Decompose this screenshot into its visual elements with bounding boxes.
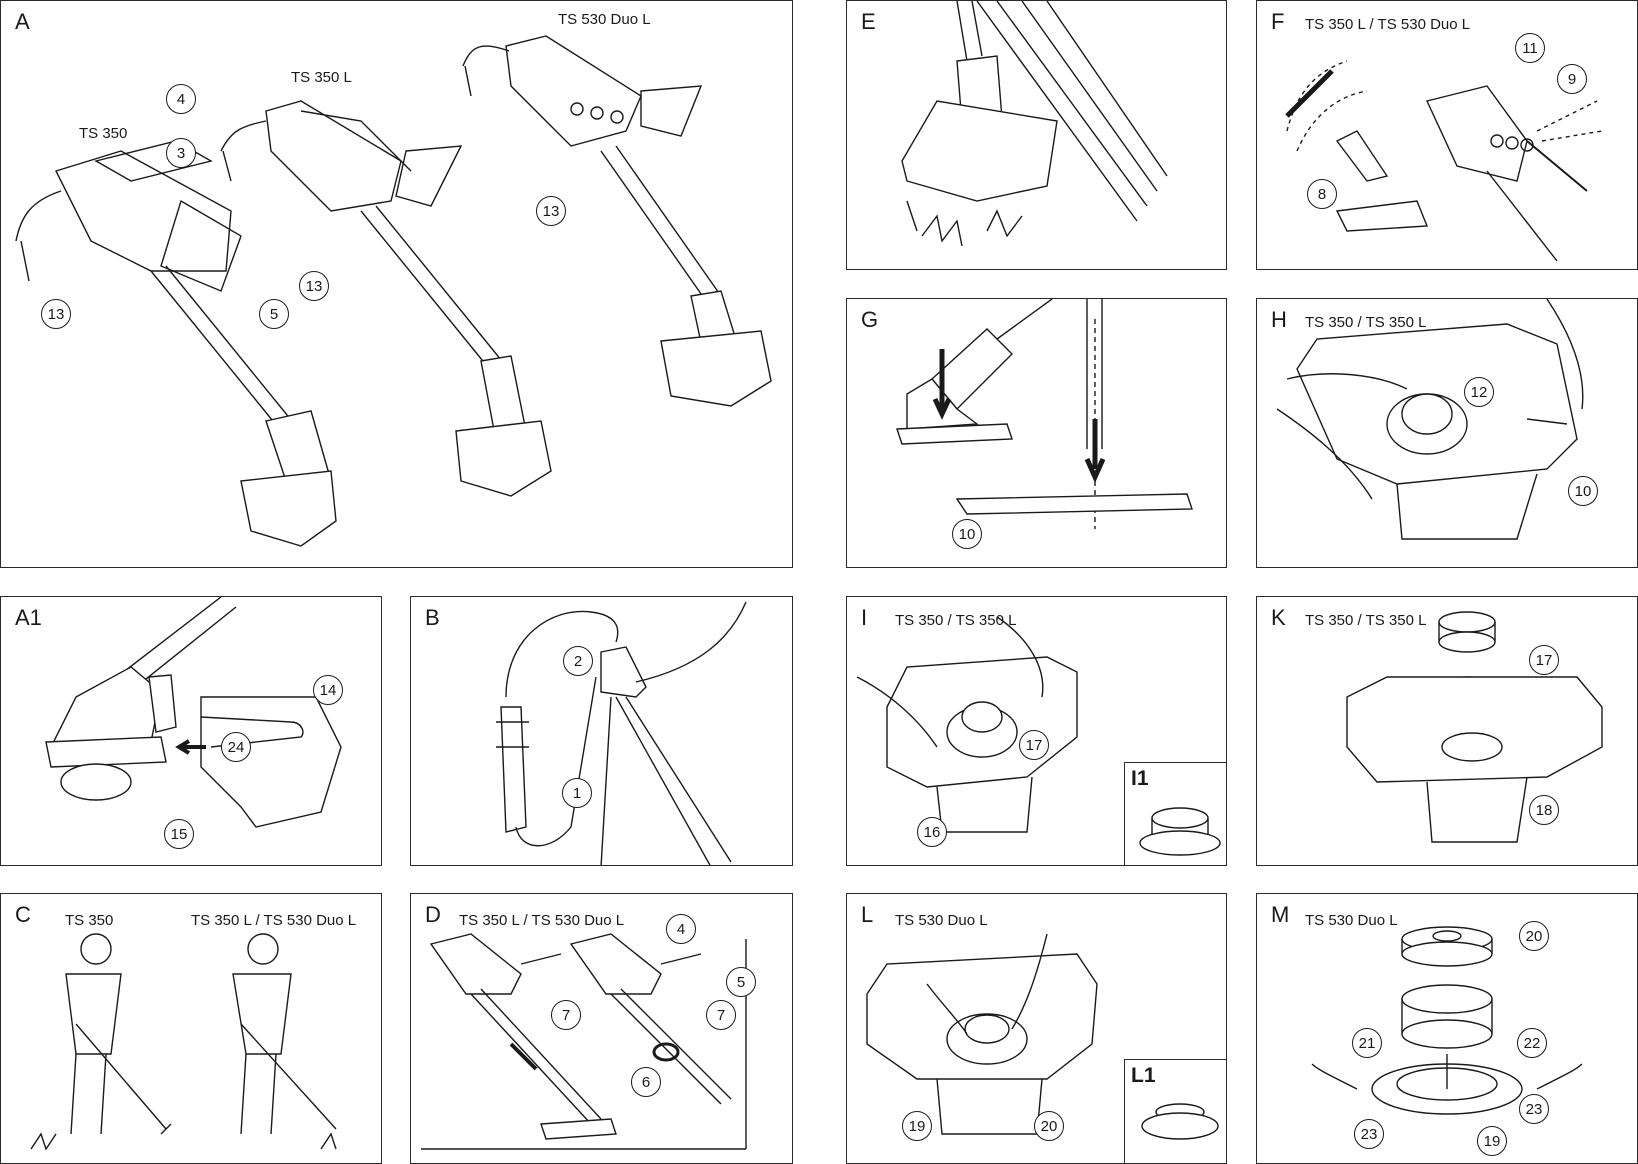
callout-20: 20 [1034, 1111, 1064, 1141]
spool-exploded-illustration [1257, 597, 1638, 866]
duo-spool-exploded-illustration [1257, 894, 1638, 1164]
panel-m: M TS 530 Duo L 20 21 22 23 23 19 [1256, 893, 1638, 1164]
callout-19: 19 [902, 1111, 932, 1141]
panel-letter: F [1271, 9, 1285, 34]
panel-g: G 10 [846, 298, 1227, 568]
panel-l: L TS 530 Duo L L1 19 20 [846, 893, 1227, 1164]
inset-i1: I1 [1124, 762, 1227, 866]
callout-23: 23 [1354, 1119, 1384, 1149]
callout-12: 12 [1464, 377, 1494, 407]
callout-13: 13 [299, 271, 329, 301]
panel-i: I TS 350 / TS 350 L I1 17 16 [846, 596, 1227, 866]
callout-9: 9 [1557, 64, 1587, 94]
model-label-ts350l: TS 350 L [291, 69, 352, 86]
callout-15: 15 [164, 819, 194, 849]
model-label: TS 530 Duo L [1305, 912, 1398, 929]
panel-letter: G [861, 307, 879, 332]
panel-letter: B [425, 605, 440, 630]
model-label: TS 350 / TS 350 L [1305, 612, 1427, 629]
panel-a: A TS 350 TS 350 L TS 530 Duo L 4 3 13 5 … [0, 0, 793, 568]
callout-14: 14 [313, 675, 343, 705]
callout-20: 20 [1519, 921, 1549, 951]
spool-markings-illustration [1125, 763, 1227, 866]
callout-24: 24 [221, 732, 251, 762]
callout-19: 19 [1477, 1126, 1507, 1156]
callout-13: 13 [41, 299, 71, 329]
callout-21: 21 [1352, 1028, 1382, 1058]
model-label: TS 350 / TS 350 L [895, 612, 1017, 629]
panel-k: K TS 350 / TS 350 L 17 18 [1256, 596, 1638, 866]
trimmer-near-wall-illustration [847, 1, 1227, 270]
panel-letter: L [861, 902, 874, 927]
panel-letter: H [1271, 307, 1287, 332]
inset-label: L1 [1131, 1064, 1156, 1087]
panel-letter: C [15, 902, 31, 927]
panel-b: B 2 1 [410, 596, 793, 866]
callout-18: 18 [1529, 795, 1559, 825]
panel-letter: A [15, 9, 30, 34]
callout-13: 13 [536, 196, 566, 226]
callout-7: 7 [551, 1000, 581, 1030]
model-label-ts350l-ts530: TS 350 L / TS 530 Duo L [191, 912, 357, 929]
model-label-ts350: TS 350 [79, 125, 128, 142]
operator-posture-illustration [1, 894, 382, 1164]
panel-f: F TS 350 L / TS 530 Duo L 11 9 8 [1256, 0, 1638, 270]
callout-16: 16 [917, 817, 947, 847]
inset-l1: L1 [1124, 1059, 1227, 1164]
callout-11: 11 [1515, 33, 1545, 63]
model-label-ts350: TS 350 [65, 912, 114, 929]
handle-adjustment-illustration [1257, 1, 1638, 270]
panel-c: C TS 350 TS 350 L / TS 530 Duo L [0, 893, 382, 1164]
panel-d: D TS 350 L / TS 530 Duo L 4 5 7 7 6 [410, 893, 793, 1164]
callout-3: 3 [166, 138, 196, 168]
callout-17: 17 [1019, 730, 1049, 760]
guard-attachment-illustration [847, 299, 1227, 568]
model-label: TS 350 L / TS 530 Duo L [1305, 16, 1471, 33]
panel-letter: D [425, 902, 441, 927]
panel-letter: A1 [15, 605, 42, 630]
callout-23: 23 [1519, 1094, 1549, 1124]
model-label: TS 530 Duo L [895, 912, 988, 929]
duo-spool-markings-illustration [1125, 1060, 1227, 1164]
panel-e: E [846, 0, 1227, 270]
model-label-ts530: TS 530 Duo L [558, 11, 651, 28]
panel-a1: A1 14 24 15 [0, 596, 382, 866]
callout-22: 22 [1517, 1028, 1547, 1058]
handle-positioning-illustration [411, 894, 793, 1164]
model-label: TS 350 L / TS 530 Duo L [459, 912, 625, 929]
panel-letter: E [861, 9, 876, 34]
callout-17: 17 [1529, 645, 1559, 675]
callout-5: 5 [259, 299, 289, 329]
callout-10: 10 [952, 519, 982, 549]
guard-fitting-illustration [1, 597, 382, 866]
panel-h: H TS 350 / TS 350 L 12 10 [1256, 298, 1638, 568]
spool-removal-illustration [1257, 299, 1638, 568]
callout-6: 6 [631, 1067, 661, 1097]
panel-letter: K [1271, 605, 1286, 630]
panel-letter: I [861, 605, 868, 630]
duo-spool-removal-illustration [847, 894, 1227, 1164]
panel-letter: M [1271, 902, 1290, 927]
callout-1: 1 [562, 778, 592, 808]
callout-4: 4 [666, 914, 696, 944]
cable-strain-relief-illustration [411, 597, 793, 866]
callout-7: 7 [706, 1000, 736, 1030]
callout-10: 10 [1568, 476, 1598, 506]
callout-8: 8 [1307, 179, 1337, 209]
inset-label: I1 [1131, 767, 1149, 790]
model-label: TS 350 / TS 350 L [1305, 314, 1427, 331]
callout-5: 5 [726, 967, 756, 997]
callout-2: 2 [563, 646, 593, 676]
callout-4: 4 [166, 84, 196, 114]
trimmer-illustration [1, 1, 793, 568]
